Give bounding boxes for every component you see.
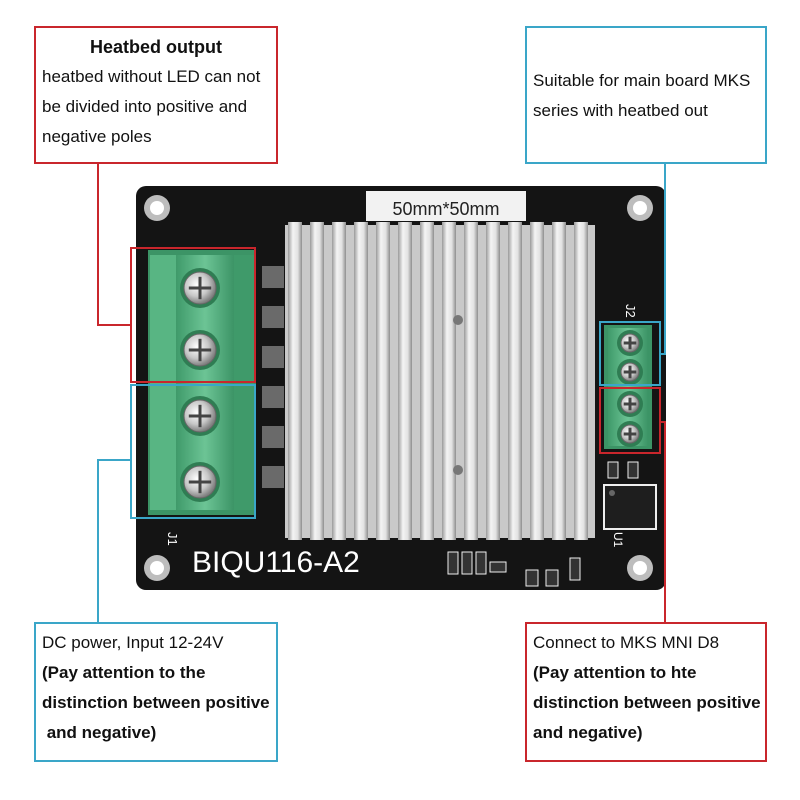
callout-mainboard-line: series with heatbed out bbox=[533, 101, 708, 120]
connector-j1-label: J1 bbox=[165, 532, 180, 546]
terminal-screw-icon bbox=[617, 391, 643, 417]
connector-j2-label: J2 bbox=[623, 304, 638, 318]
heatsink-fin bbox=[486, 222, 500, 540]
heatsink-fin bbox=[332, 222, 346, 540]
heatsink-fin bbox=[464, 222, 478, 540]
callout-connect-bold-line: (Pay attention to hte bbox=[533, 663, 697, 682]
heatsink-fin bbox=[442, 222, 456, 540]
callout-connect-line: Connect to MKS MNI D8 bbox=[533, 633, 720, 652]
terminal-screw-icon bbox=[180, 268, 220, 308]
chip-u1-label: U1 bbox=[611, 532, 625, 548]
leader-mainboard bbox=[660, 162, 666, 355]
heatsink-fin bbox=[420, 222, 434, 540]
highlight-dc-power bbox=[130, 384, 256, 519]
terminal-screw-icon bbox=[617, 421, 643, 447]
callout-dc-power-bold-line: distinction between positive bbox=[42, 693, 270, 712]
size-label-box bbox=[366, 191, 526, 221]
terminal-screw-icon bbox=[180, 462, 220, 502]
terminal-screw-icon bbox=[617, 330, 643, 356]
heatsink-fin bbox=[310, 222, 324, 540]
board-model-label: BIQU116-A2 bbox=[192, 546, 360, 579]
callout-heatbed-output-line: heatbed without LED can not bbox=[42, 67, 261, 86]
terminal-screw-icon bbox=[617, 359, 643, 385]
size-label: 50mm*50mm bbox=[392, 199, 499, 219]
terminal-screw-icon bbox=[180, 330, 220, 370]
mounting-holes bbox=[144, 195, 653, 581]
terminal-screw-icon bbox=[180, 396, 220, 436]
callout-heatbed-output-title: Heatbed output bbox=[90, 37, 222, 57]
leader-heatbed-output bbox=[97, 162, 131, 326]
leader-connect bbox=[660, 421, 666, 622]
callout-dc-power: DC power, Input 12-24V (Pay attention to… bbox=[34, 622, 278, 762]
heatsink-fin bbox=[288, 222, 302, 540]
heatsink-fin bbox=[508, 222, 522, 540]
highlight-j2-bottom bbox=[599, 387, 661, 454]
smd-components bbox=[447, 461, 639, 587]
heatsink-fin bbox=[530, 222, 544, 540]
heatsink-fin bbox=[398, 222, 412, 540]
callout-dc-power-bold-line: and negative) bbox=[42, 723, 157, 742]
mosfet-pads bbox=[262, 266, 284, 488]
heatsink-fin bbox=[574, 222, 588, 540]
callout-connect-bold-line: distinction between positive bbox=[533, 693, 761, 712]
heatsink-fin bbox=[354, 222, 368, 540]
callout-connect: Connect to MKS MNI D8 (Pay attention to … bbox=[525, 622, 767, 762]
callout-mainboard: Suitable for main board MKS series with … bbox=[525, 26, 767, 164]
callout-heatbed-output-line: be divided into positive and bbox=[42, 97, 248, 116]
heatsink bbox=[285, 222, 595, 540]
leader-dc-power bbox=[97, 459, 131, 622]
callout-mainboard-line: Suitable for main board MKS bbox=[533, 71, 751, 90]
callout-dc-power-line: DC power, Input 12-24V bbox=[42, 633, 224, 652]
heatsink-fin bbox=[376, 222, 390, 540]
callout-connect-bold-line: and negative) bbox=[533, 723, 643, 742]
highlight-heatbed-output bbox=[130, 247, 256, 383]
callout-dc-power-bold-line: (Pay attention to the bbox=[42, 663, 206, 682]
callout-heatbed-output-line: negative poles bbox=[42, 127, 152, 146]
heatsink-fin bbox=[552, 222, 566, 540]
callout-heatbed-output: Heatbed output heatbed without LED can n… bbox=[34, 26, 278, 164]
